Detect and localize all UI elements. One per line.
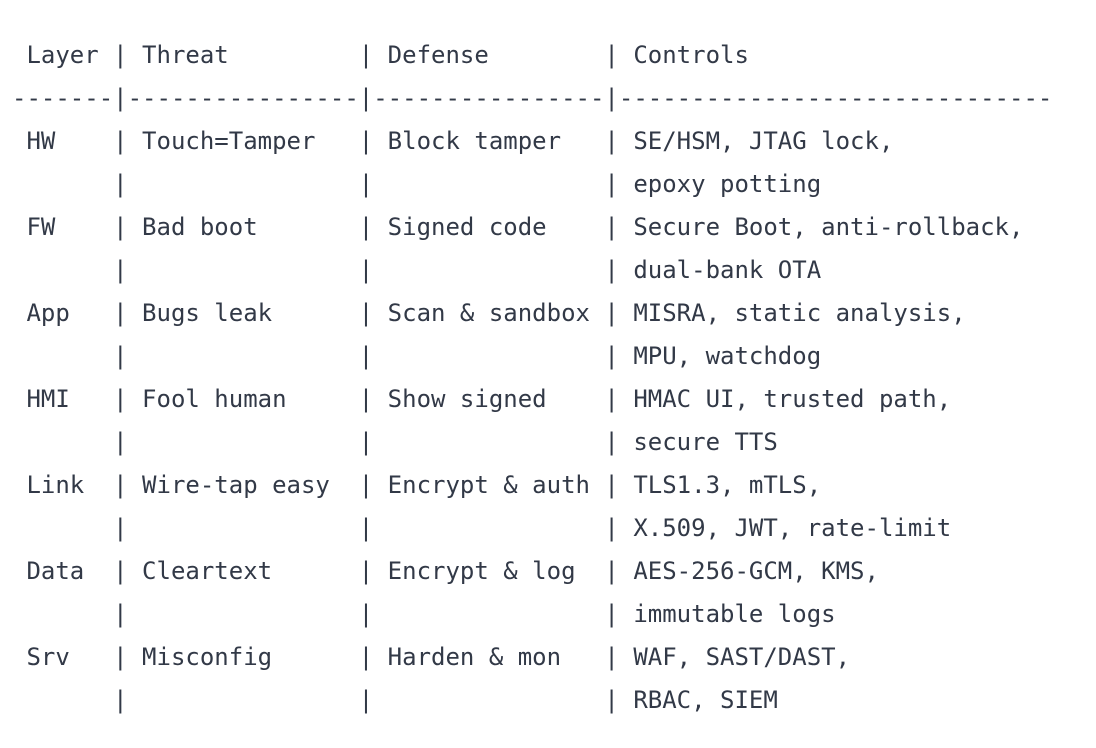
table-row: HMI | Fool human | Show signed | HMAC UI… [12,385,952,413]
table-row-continuation: | | | dual-bank OTA [12,256,822,284]
table-row: HW | Touch=Tamper | Block tamper | SE/HS… [12,127,894,155]
table-row: Srv | Misconfig | Harden & mon | WAF, SA… [12,643,851,671]
table-row-continuation: | | | epoxy potting [12,170,822,198]
table-row: Link | Wire-tap easy | Encrypt & auth | … [12,471,822,499]
table-row-continuation: | | | secure TTS [12,428,778,456]
table-separator: -------|----------------|---------------… [12,84,1053,112]
table-row-continuation: | | | immutable logs [12,600,836,628]
table-row-continuation: | | | MPU, watchdog [12,342,822,370]
table-row: Data | Cleartext | Encrypt & log | AES-2… [12,557,879,585]
table-row: App | Bugs leak | Scan & sandbox | MISRA… [12,299,966,327]
table-row-continuation: | | | RBAC, SIEM [12,686,778,714]
threat-model-table: Layer | Threat | Defense | Controls -----… [12,41,1053,714]
table-header-row: Layer | Threat | Defense | Controls [12,41,749,69]
table-row: FW | Bad boot | Signed code | Secure Boo… [12,213,1024,241]
table-row-continuation: | | | X.509, JWT, rate-limit [12,514,952,542]
